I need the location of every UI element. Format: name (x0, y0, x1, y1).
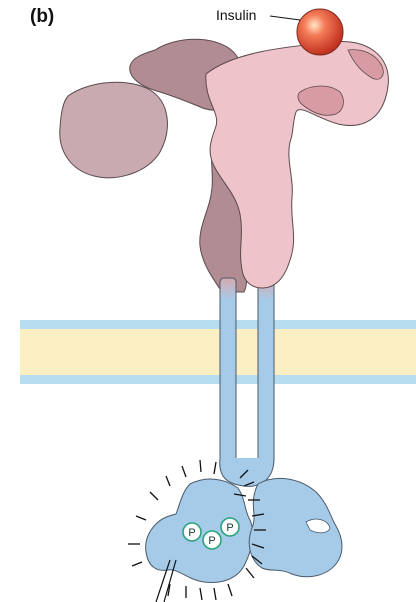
insulin-molecule (297, 9, 343, 55)
phosphate-group-3: P (221, 518, 239, 536)
insulin-callout: Insulin (216, 7, 300, 23)
insulin-sphere (297, 9, 343, 55)
membrane-lipid-core (20, 329, 416, 375)
insulin-leader-line (270, 16, 300, 20)
phosphate-group-2: P (203, 531, 221, 549)
phosphate-label-1: P (188, 527, 195, 539)
kinase-domains (146, 478, 342, 582)
phosphate-group-1: P (183, 523, 201, 541)
phosphate-label-2: P (208, 535, 215, 547)
cell-membrane (20, 320, 416, 384)
insulin-label: Insulin (216, 7, 256, 23)
panel-label: (b) (30, 6, 54, 27)
phosphate-label-3: P (226, 522, 233, 534)
